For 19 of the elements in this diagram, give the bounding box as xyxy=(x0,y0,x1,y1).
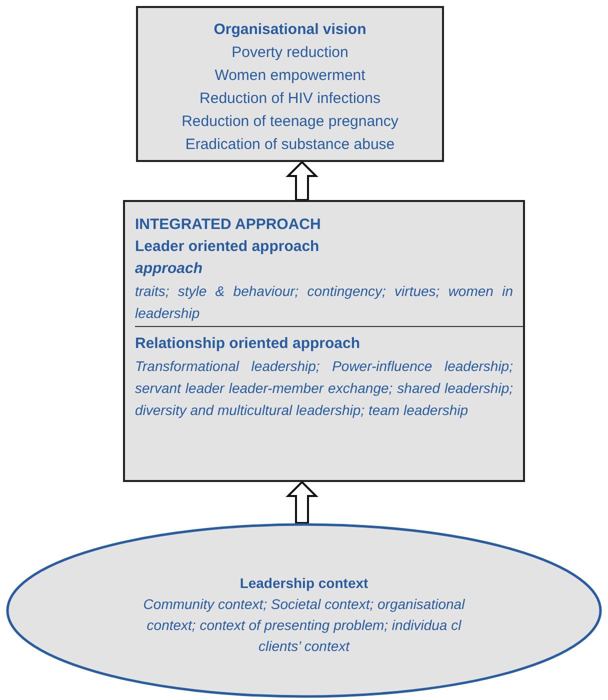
heading: Organisational vision xyxy=(212,20,368,40)
list-item: Eradication of substance abuse xyxy=(184,135,396,155)
list-item: Reduction of HIV infections xyxy=(198,89,382,109)
block-arrow xyxy=(286,480,318,524)
subheading: Leader oriented approach xyxy=(135,237,320,257)
list-item: Reduction of teenage pregnancy xyxy=(180,112,400,132)
list-item: Poverty reduction xyxy=(230,43,350,63)
subheading: Relationship oriented approach xyxy=(135,334,362,354)
body-text: Transformational leadership; Power-influence leadership; servant leader leader-member exchange; shared leadership; diversity and multicultural leadership; team leadership xyxy=(135,357,513,420)
context-ellipse xyxy=(6,523,602,698)
heading: Leadership context xyxy=(238,574,370,593)
subheading: approach xyxy=(135,259,204,279)
block-arrow xyxy=(286,160,318,201)
text-box xyxy=(136,6,444,162)
body-text: traits; style & behaviour; contingency; virtues; women in leadership xyxy=(135,282,513,323)
text-box xyxy=(123,200,525,482)
heading: INTEGRATED APPROACH xyxy=(135,215,322,235)
list-item: Women empowerment xyxy=(214,66,366,86)
body-text: Community context; Societal context; organisational context; context of presenting problem; individua cl clients’ context xyxy=(142,595,466,656)
